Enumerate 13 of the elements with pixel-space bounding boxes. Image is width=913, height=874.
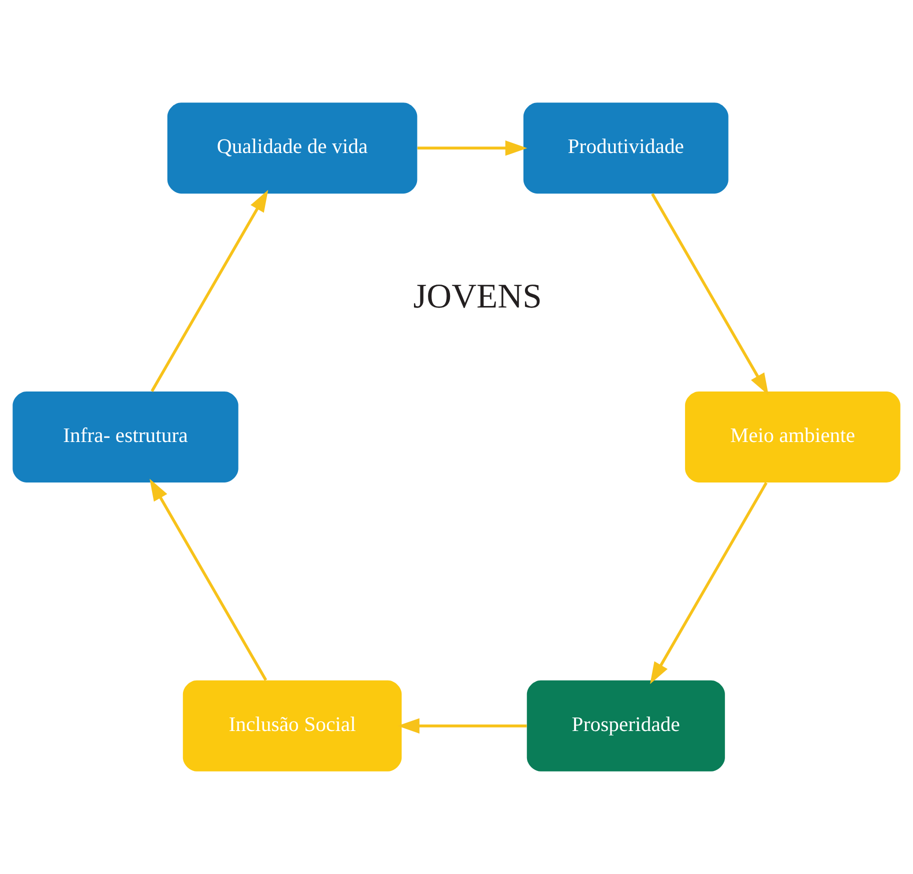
node-box: Prosperidade — [526, 680, 725, 772]
node-box: Qualidade de vida — [167, 102, 418, 194]
node-box: Produtividade — [523, 102, 728, 194]
node-box: Inclusão Social — [182, 680, 402, 772]
node-box: Infra- estrutura — [12, 392, 238, 482]
arrow — [398, 718, 527, 734]
arrow — [150, 190, 268, 392]
node-box: Meio ambiente — [685, 392, 900, 482]
arrow — [417, 140, 528, 156]
arrow — [650, 482, 768, 684]
arrow — [150, 478, 268, 681]
arrow — [651, 193, 769, 396]
label: JOVENS — [413, 277, 542, 316]
